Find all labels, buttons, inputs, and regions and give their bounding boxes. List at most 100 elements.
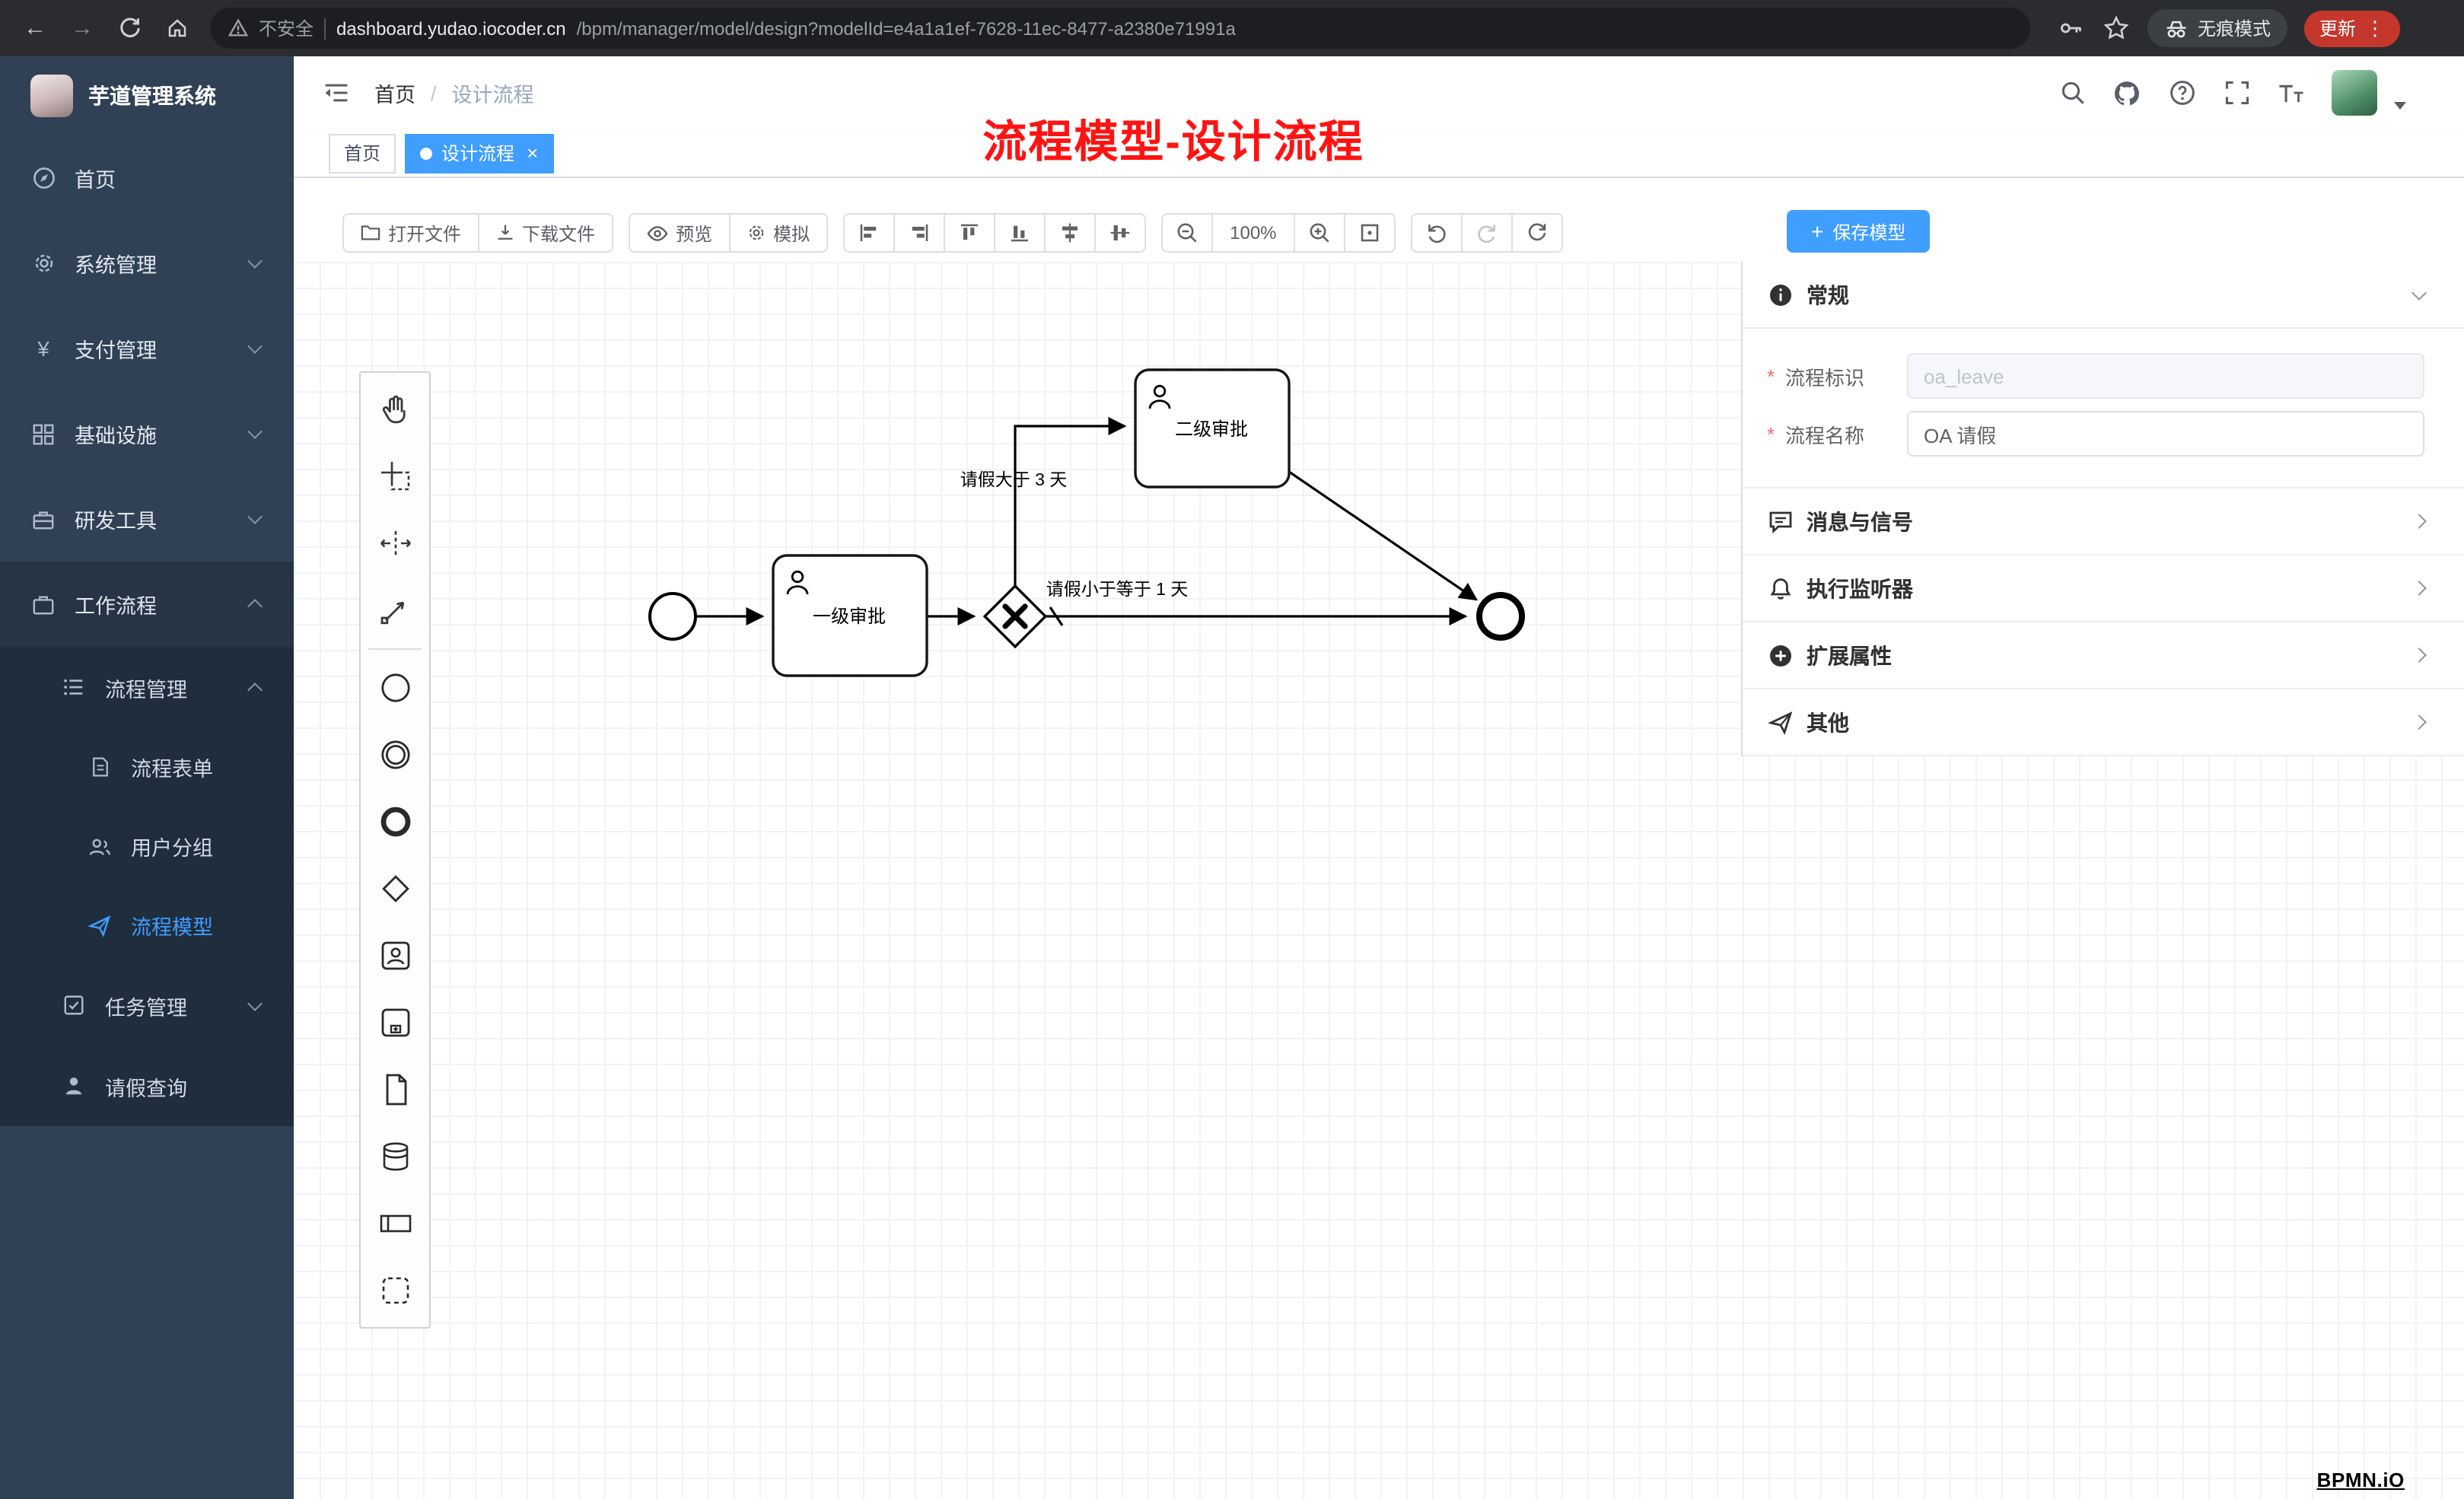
start-event[interactable] [648,592,697,641]
plus-circle-icon [1767,642,1793,668]
sidebar-item-leave-query[interactable]: 请假查询 [0,1045,294,1126]
sidebar-item-infra[interactable]: 基础设施 [0,391,294,476]
end-event[interactable] [1476,592,1525,641]
bookmark-star-icon[interactable] [2102,14,2131,43]
flow-task2-to-end[interactable] [1288,470,1478,601]
global-connect-tool[interactable] [361,577,429,644]
sidebar-item-task-mgmt[interactable]: 任务管理 [0,965,294,1045]
sidebar-item-process-model[interactable]: 流程模型 [0,886,294,965]
preview-button[interactable]: 预览 [629,213,731,253]
create-gateway[interactable] [361,855,429,922]
browser-menu-icon[interactable]: ⋮ [2365,17,2386,40]
flow-gateway-to-task2[interactable] [1014,417,1127,586]
zoom-out-button[interactable] [1161,213,1214,253]
required-asterisk: * [1767,422,1775,445]
password-key-icon[interactable] [2056,14,2085,43]
exclusive-gateway[interactable] [982,584,1048,649]
page-header: 首页 / 设计流程 [294,56,2464,129]
sidebar-item-process-form[interactable]: 流程表单 [0,727,294,807]
process-key-input[interactable] [1907,353,2424,399]
align-right-button[interactable] [893,213,946,253]
flow-label-gt-3days[interactable]: 请假大于 3 天 [960,469,1068,489]
create-user-task[interactable] [361,922,429,989]
save-model-button[interactable]: + 保存模型 [1787,210,1931,253]
flow-label-le-1day[interactable]: 请假小于等于 1 天 [1046,579,1189,599]
process-name-input[interactable] [1907,411,2424,457]
active-dot-icon [420,147,433,159]
lasso-tool[interactable] [361,443,429,510]
sidebar-item-home[interactable]: 首页 [0,135,294,221]
section-general[interactable]: 常规 [1743,262,2464,329]
chevron-right-icon [2411,648,2427,663]
create-end-event[interactable] [361,788,429,855]
button-label: 打开文件 [388,223,462,244]
breadcrumb-home[interactable]: 首页 [374,84,415,107]
tag-home[interactable]: 首页 [329,133,396,173]
section-message-signal[interactable]: 消息与信号 [1743,489,2464,555]
undo-icon [1428,224,1446,243]
preview-button-group: 预览 模拟 [629,213,829,253]
reload-button[interactable] [110,8,149,48]
zoom-in-button[interactable] [1293,213,1345,253]
back-button[interactable]: ← [24,15,46,41]
close-icon[interactable]: × [527,142,539,164]
align-left-button[interactable] [843,213,896,253]
create-data-store[interactable] [361,1123,429,1190]
section-execution-listener[interactable]: 执行监听器 [1743,555,2464,622]
tag-label: 首页 [344,143,381,164]
bpmn-diagram[interactable]: 请假大于 3 天 请假小于等于 1 天 一级审批 [294,262,2464,1499]
chrome-actions: 无痕模式 更新 ⋮ [2056,9,2401,47]
create-start-event[interactable] [361,654,429,721]
search-icon[interactable] [2058,78,2087,107]
sequence-flows[interactable] [696,417,1478,626]
download-file-button[interactable]: 下载文件 [478,213,614,253]
home-icon [167,19,186,37]
update-button[interactable]: 更新 ⋮ [2304,10,2401,46]
sidebar-item-devtools[interactable]: 研发工具 [0,476,294,562]
gear-icon [30,250,56,276]
create-subprocess[interactable] [361,989,429,1056]
section-extended-attrs[interactable]: 扩展属性 [1743,622,2464,689]
sidebar-item-workflow[interactable]: 工作流程 [0,562,294,647]
help-icon[interactable] [2167,78,2196,107]
undo-button[interactable] [1410,213,1463,253]
hand-tool[interactable] [361,376,429,443]
redo-button[interactable] [1460,213,1513,253]
fullscreen-icon[interactable] [2222,78,2251,107]
align-top-button[interactable] [944,213,996,253]
address-bar[interactable]: 不安全 dashboard.yudao.iocoder.cn/bpm/manag… [210,8,2030,49]
zoom-reset-button[interactable] [1343,213,1396,253]
github-icon[interactable] [2112,78,2141,107]
align-center-horizontal-button[interactable] [1044,213,1097,253]
align-bottom-button[interactable] [994,213,1046,253]
open-file-button[interactable]: 打开文件 [342,213,480,253]
create-participant[interactable] [361,1190,429,1257]
simulate-button[interactable]: 模拟 [729,213,829,253]
sidebar-collapse-button[interactable] [321,78,350,107]
user-avatar[interactable] [2332,70,2377,116]
bpmn-canvas[interactable]: 请假大于 3 天 请假小于等于 1 天 一级审批 [294,262,2464,1499]
zoom-level-button[interactable]: 100% [1211,213,1295,253]
bpmn-io-logo[interactable]: BPMN.iO [2316,1469,2405,1491]
task-level2-approval[interactable]: 二级审批 [1134,368,1291,489]
restart-button[interactable] [1511,213,1563,253]
create-group[interactable] [361,1257,429,1324]
sidebar-item-process-mgmt[interactable]: 流程管理 [0,647,294,727]
incognito-badge: 无痕模式 [2147,9,2288,47]
tag-design-active[interactable]: 设计流程 × [405,133,554,173]
create-data-object[interactable] [361,1056,429,1123]
sidebar-item-payment[interactable]: ¥ 支付管理 [0,306,294,391]
user-task-icon [1148,384,1171,409]
section-other[interactable]: 其他 [1743,689,2464,756]
sidebar-item-user-group[interactable]: 用户分组 [0,807,294,886]
forward-button[interactable]: → [71,15,94,41]
task-level1-approval[interactable]: 一级审批 [772,554,928,677]
space-tool[interactable] [361,510,429,577]
align-center-vertical-button[interactable] [1094,213,1147,253]
sidebar-item-system[interactable]: 系统管理 [0,221,294,306]
section-label: 执行监听器 [1807,576,1913,600]
font-size-icon[interactable] [2277,78,2306,107]
create-intermediate-event[interactable] [361,721,429,788]
reload-icon [119,18,139,38]
home-button[interactable] [157,8,196,48]
